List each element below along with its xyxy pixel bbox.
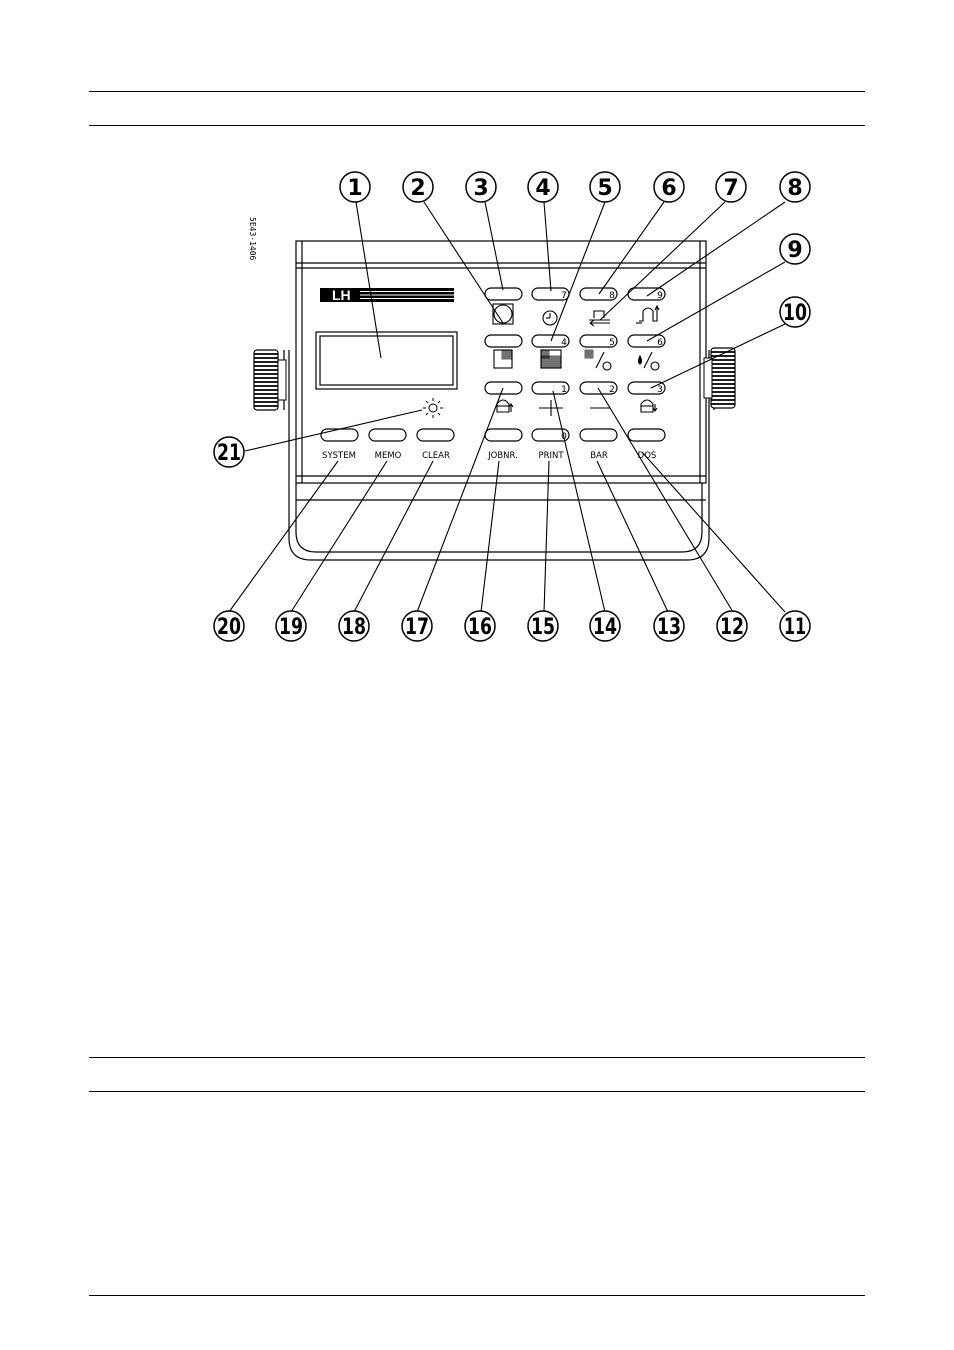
- callout-9: 9: [787, 238, 802, 263]
- key-up-symbol[interactable]: [485, 382, 522, 394]
- callout-21: 21: [217, 441, 241, 466]
- callout-18: 18: [342, 615, 366, 640]
- circle-square-icon: [493, 304, 513, 324]
- area-small-icon: [494, 350, 512, 368]
- callout-19: 19: [279, 615, 303, 640]
- figure-code: 5E43-1406: [248, 217, 257, 261]
- callout-1: 1: [347, 176, 362, 201]
- key-8-digit: 8: [609, 291, 615, 301]
- plus-icon: [539, 400, 563, 416]
- callout-13: 13: [657, 615, 681, 640]
- loop-up-icon: [636, 306, 659, 323]
- key-2-digit: 2: [609, 385, 615, 395]
- callout-15: 15: [531, 615, 555, 640]
- key-5-digit: 5: [609, 338, 615, 348]
- jobnr-key[interactable]: [485, 429, 522, 441]
- system-label: SYSTEM: [322, 451, 356, 461]
- key-3-digit: 3: [657, 385, 663, 395]
- key-9-digit: 9: [657, 291, 663, 301]
- system-key[interactable]: [321, 429, 358, 441]
- callout-4: 4: [535, 176, 550, 201]
- callout-8: 8: [787, 176, 802, 201]
- callout-16: 16: [468, 615, 492, 640]
- tray-down-icon: [641, 400, 657, 412]
- tray-up-icon: [497, 400, 513, 412]
- bar-label: BAR: [590, 451, 608, 461]
- clock-icon: [543, 311, 557, 325]
- callout-12: 12: [720, 615, 744, 640]
- jobnr-label: JOBNR.: [487, 451, 518, 461]
- clear-label: CLEAR: [422, 451, 450, 461]
- memo-label: MEMO: [375, 451, 402, 461]
- key-1-digit: 1: [561, 385, 567, 395]
- callout-10: 10: [783, 301, 807, 326]
- area-large-icon: [541, 350, 561, 368]
- clear-key[interactable]: [417, 429, 454, 441]
- memo-key[interactable]: [369, 429, 406, 441]
- sun-icon: [423, 398, 443, 418]
- key-6-digit: 6: [657, 338, 663, 348]
- callout-3: 3: [473, 176, 488, 201]
- callout-11: 11: [784, 615, 806, 640]
- callout-2: 2: [410, 176, 425, 201]
- callout-17: 17: [405, 615, 429, 640]
- left-knob[interactable]: [254, 350, 286, 410]
- dos-key[interactable]: [628, 429, 665, 441]
- brand-logo: LH: [320, 287, 454, 303]
- area-per-time-icon: [585, 350, 611, 370]
- print-label: PRINT: [538, 451, 564, 461]
- key-7-digit: 7: [561, 291, 567, 301]
- callout-5: 5: [597, 176, 612, 201]
- key-4-digit: 4: [561, 338, 567, 348]
- brand-lettering: LH: [332, 287, 351, 303]
- key-area-symbol[interactable]: [485, 335, 522, 347]
- callout-7: 7: [723, 176, 738, 201]
- drop-per-time-icon: [639, 352, 660, 370]
- lcd-display: [316, 332, 457, 389]
- callout-20: 20: [217, 615, 241, 640]
- callout-14: 14: [593, 615, 617, 640]
- callout-6: 6: [661, 176, 676, 201]
- bar-key[interactable]: [580, 429, 617, 441]
